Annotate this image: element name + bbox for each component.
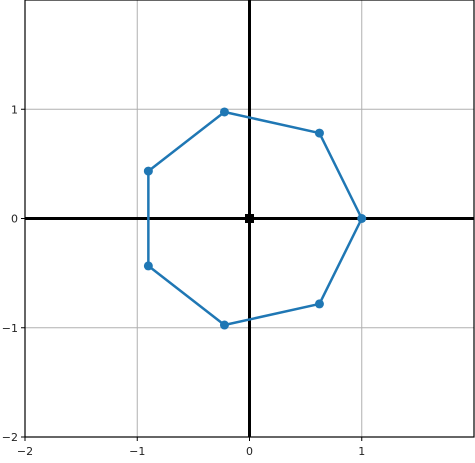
tick-labels: −2 −1 0 1 −2 −1 0 1 <box>2 103 365 458</box>
data-point <box>219 320 229 330</box>
y-tick-label: −2 <box>2 431 18 444</box>
data-point <box>143 166 153 176</box>
data-point <box>314 128 324 138</box>
series <box>143 107 367 330</box>
data-point <box>314 299 324 309</box>
data-point <box>219 107 229 117</box>
series-line <box>147 110 363 327</box>
y-tick-label: 1 <box>11 103 18 116</box>
y-tick-label: 0 <box>11 213 18 226</box>
x-tick-label: −1 <box>129 445 145 458</box>
y-tick-label: −1 <box>2 322 18 335</box>
x-tick-label: 0 <box>246 445 253 458</box>
origin-marker <box>245 214 254 223</box>
x-tick-label: −2 <box>17 445 33 458</box>
tick-marks <box>21 108 363 441</box>
x-tick-label: 1 <box>358 445 365 458</box>
data-point <box>143 261 153 271</box>
data-point <box>357 214 367 223</box>
